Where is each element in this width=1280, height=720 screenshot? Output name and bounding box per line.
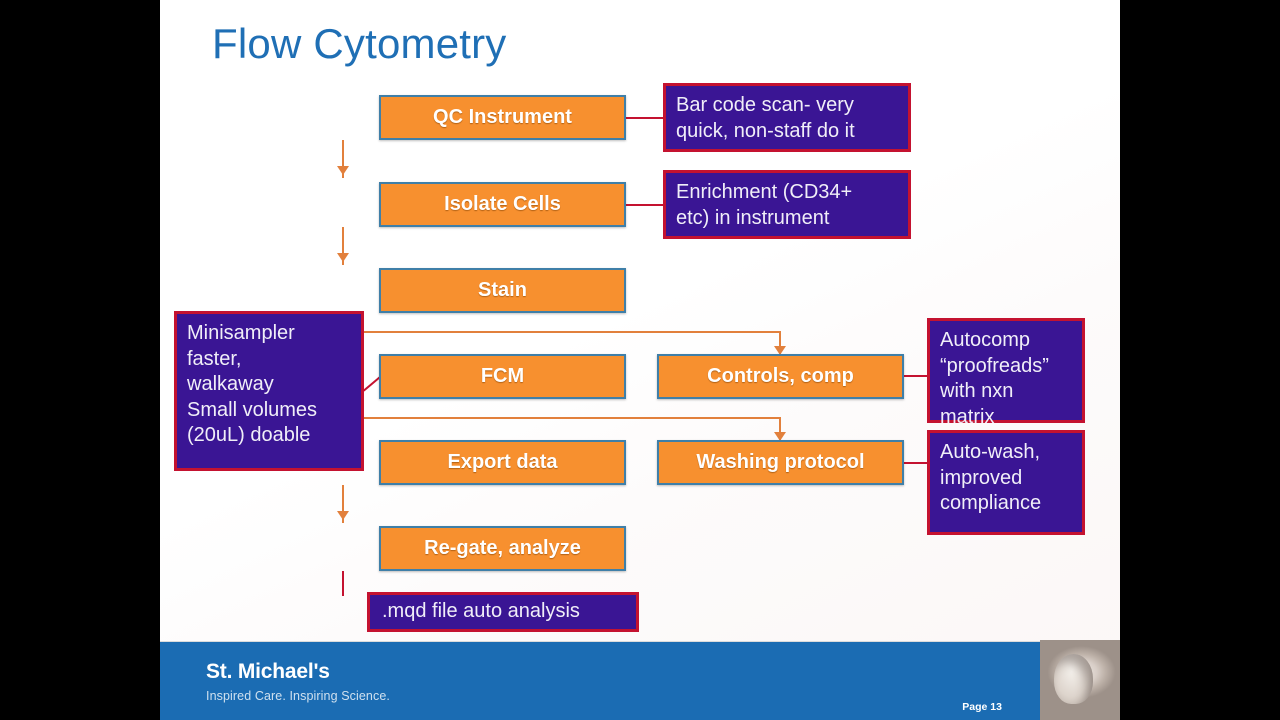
organization-tagline: Inspired Care. Inspiring Science. [206,689,390,703]
connector-stain-branch-horizontal [342,331,781,333]
arrowhead-export-regate [337,511,349,520]
callout-line: Small volumes [187,398,318,421]
flow-node-label: Washing protocol [696,451,865,473]
callout-minisampler[interactable]: Minisampler faster, walkaway Small volum… [174,311,364,471]
callout-line: Bar code scan- very [676,94,854,116]
connector-qc-isolate [342,140,344,178]
callout-line: Minisampler [187,322,295,344]
leader-qc-barcode [626,117,666,119]
flow-node-fcm[interactable]: FCM [379,354,626,399]
flow-node-label: .mqd file auto analysis [382,600,580,623]
callout-enrichment[interactable]: Enrichment (CD34+ etc) in instrument [663,170,911,239]
callout-barcode[interactable]: Bar code scan- very quick, non-staff do … [663,83,911,152]
callout-line: with nxn matrix [940,380,1014,428]
page-title: Flow Cytometry [212,20,507,67]
arrowhead-qc-isolate [337,166,349,175]
footer-divider [160,641,1120,642]
callout-line: quick, non-staff do it [676,119,855,142]
flow-node-label: Stain [478,279,527,301]
arrowhead-stain-controls [774,346,786,355]
leader-washing-autowash [904,462,928,464]
arrowhead-fcm-washing [774,432,786,441]
callout-line: walkaway [187,373,274,396]
page-number: Page 13 [962,701,1002,713]
statue-photo [1040,640,1120,720]
flow-node-mqd-file-auto-analysis[interactable]: .mqd file auto analysis [367,592,639,632]
flow-node-stain[interactable]: Stain [379,268,626,313]
callout-line: faster, [187,347,242,370]
callout-line: etc) in instrument [676,206,830,229]
connector-stain-controls-vertical [779,331,781,356]
flow-node-export-data[interactable]: Export data [379,440,626,485]
flow-node-label: Re-gate, analyze [424,537,581,559]
arrowhead-isolate-stain [337,253,349,262]
flow-node-re-gate-analyze[interactable]: Re-gate, analyze [379,526,626,571]
callout-line: improved [940,466,1023,489]
flow-node-isolate-cells[interactable]: Isolate Cells [379,182,626,227]
callout-line: Autocomp [940,329,1031,351]
flow-node-label: FCM [480,365,525,387]
leader-isolate-enrichment [626,204,666,206]
callout-line: compliance [940,492,1042,515]
flow-node-label: Controls, comp [707,365,854,387]
callout-line: (20uL) doable [187,424,311,447]
connector-regate-mqd [342,571,344,596]
presentation-slide: Flow Cytometry QC Instrumen [160,0,1120,720]
callout-line: “proofreads” [940,354,1049,377]
connector-fcm-washing-vertical [779,417,781,442]
callout-autocomp[interactable]: Autocomp “proofreads” with nxn matrix [927,318,1085,428]
connector-export-regate [342,485,344,523]
flow-node-qc-instrument[interactable]: QC Instrument [379,95,626,140]
flow-node-controls-comp[interactable]: Controls, comp [657,354,904,399]
connector-fcm-branch-horizontal [342,417,781,419]
flow-node-label: Export data [447,451,558,473]
organization-name: St. Michael's [206,660,330,683]
callout-autowash[interactable]: Auto-wash, improved compliance [927,430,1085,535]
callout-line: Auto-wash, [940,441,1041,463]
callout-line: Enrichment (CD34+ [676,181,853,203]
flow-node-label: QC Instrument [433,106,572,128]
flow-node-washing-protocol[interactable]: Washing protocol [657,440,904,485]
flow-node-label: Isolate Cells [444,193,561,215]
slide-footer: St. Michael's Inspired Care. Inspiring S… [160,640,1120,720]
connector-isolate-stain [342,227,344,265]
leader-controls-autocomp [904,375,928,377]
